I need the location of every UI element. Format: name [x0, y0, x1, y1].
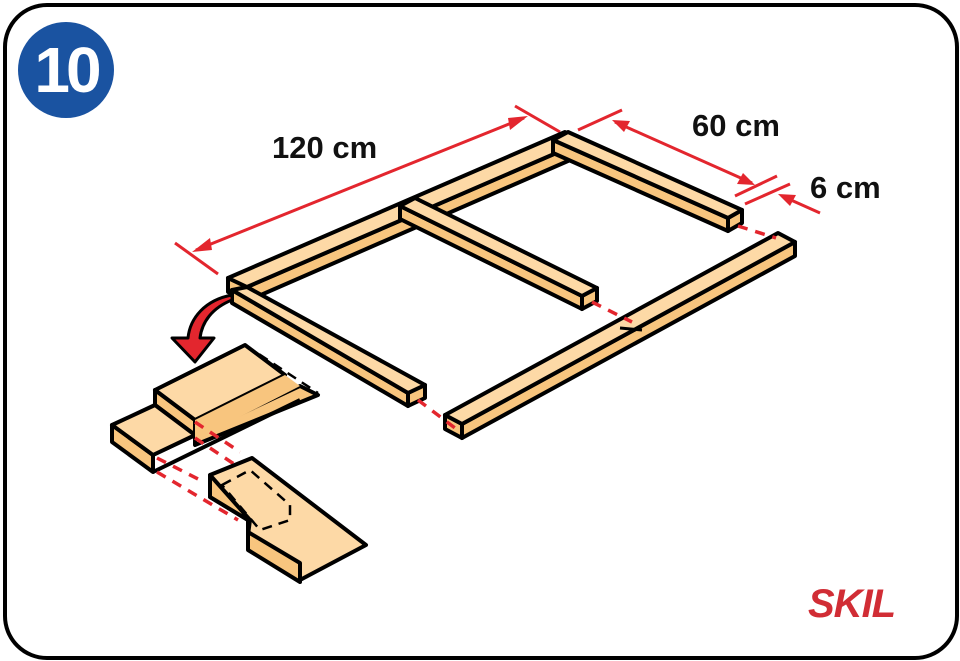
length-label: 120 cm: [272, 130, 378, 165]
width-label: 60 cm: [692, 108, 780, 143]
panel-border: [3, 3, 959, 660]
step-number-badge: 10: [18, 22, 114, 118]
skil-logo: SKIL: [808, 582, 896, 626]
half-lap-joint-upper-piece: [110, 343, 320, 522]
middle-crossbar: [398, 196, 599, 311]
curved-arrow-icon: [170, 293, 234, 364]
dimension-120cm-arrow: [174, 104, 561, 276]
beam-width-label: 6 cm: [810, 170, 881, 205]
dimension-60cm-arrow: [577, 108, 778, 198]
front-long-rail: [443, 231, 797, 440]
half-lap-joint-lower-piece: [208, 456, 368, 584]
dimension-6cm-arrow: [744, 182, 821, 215]
right-short-rail: [551, 130, 744, 233]
